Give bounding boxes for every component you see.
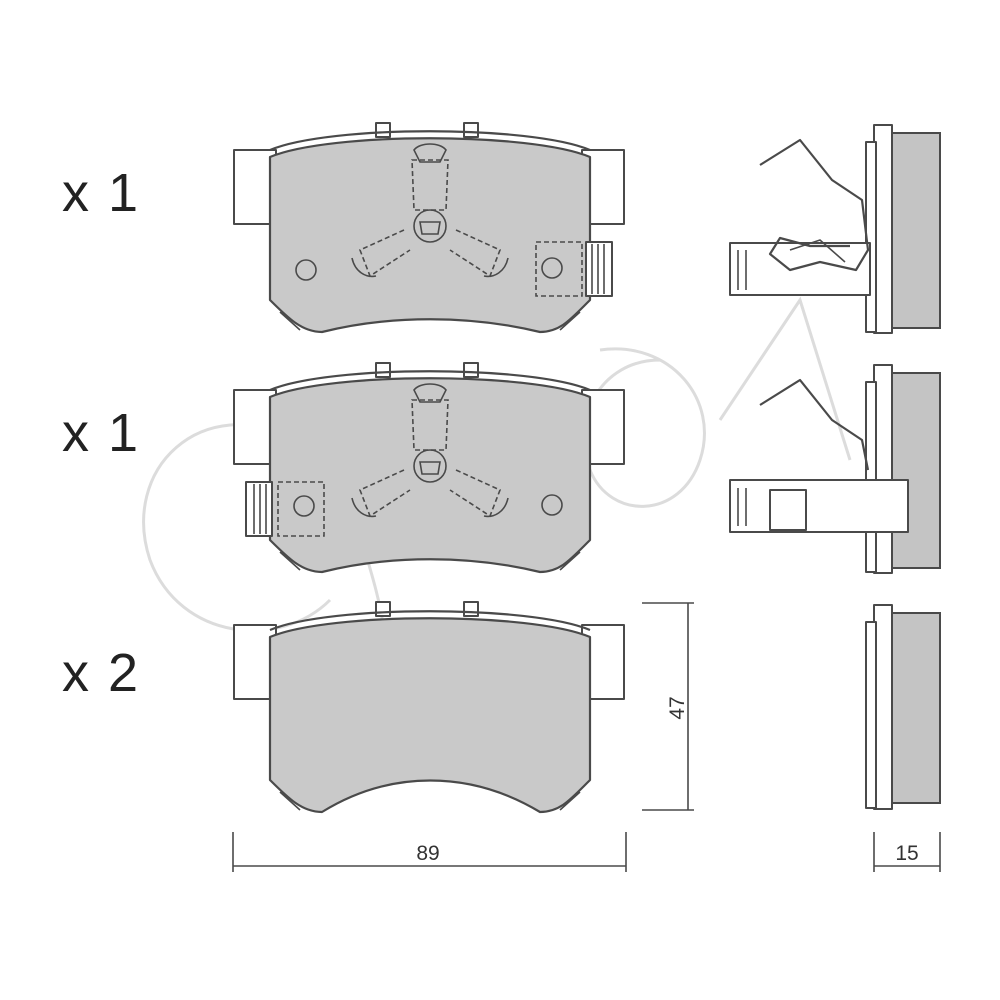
quantity-label-pad-2: x 1 [62,403,141,463]
quantity-label-pad-3: x 2 [62,643,141,703]
pad-3-side-view [865,604,941,810]
pad-2-front-view [233,362,625,574]
pad-1-side-view [729,124,941,334]
pad-3-front-view [233,601,625,814]
quantity-label-pad-1: x 1 [62,163,141,223]
dimension-height: 47 [642,602,694,811]
dimension-thickness-label: 15 [895,842,918,865]
pad-1-front-view [233,122,625,334]
dimension-height-label: 47 [666,696,689,719]
dimension-width: 89 [232,832,627,872]
pad-2-side-view [729,364,941,574]
dimension-thickness: 15 [873,832,941,872]
dimension-width-label: 89 [416,842,439,865]
